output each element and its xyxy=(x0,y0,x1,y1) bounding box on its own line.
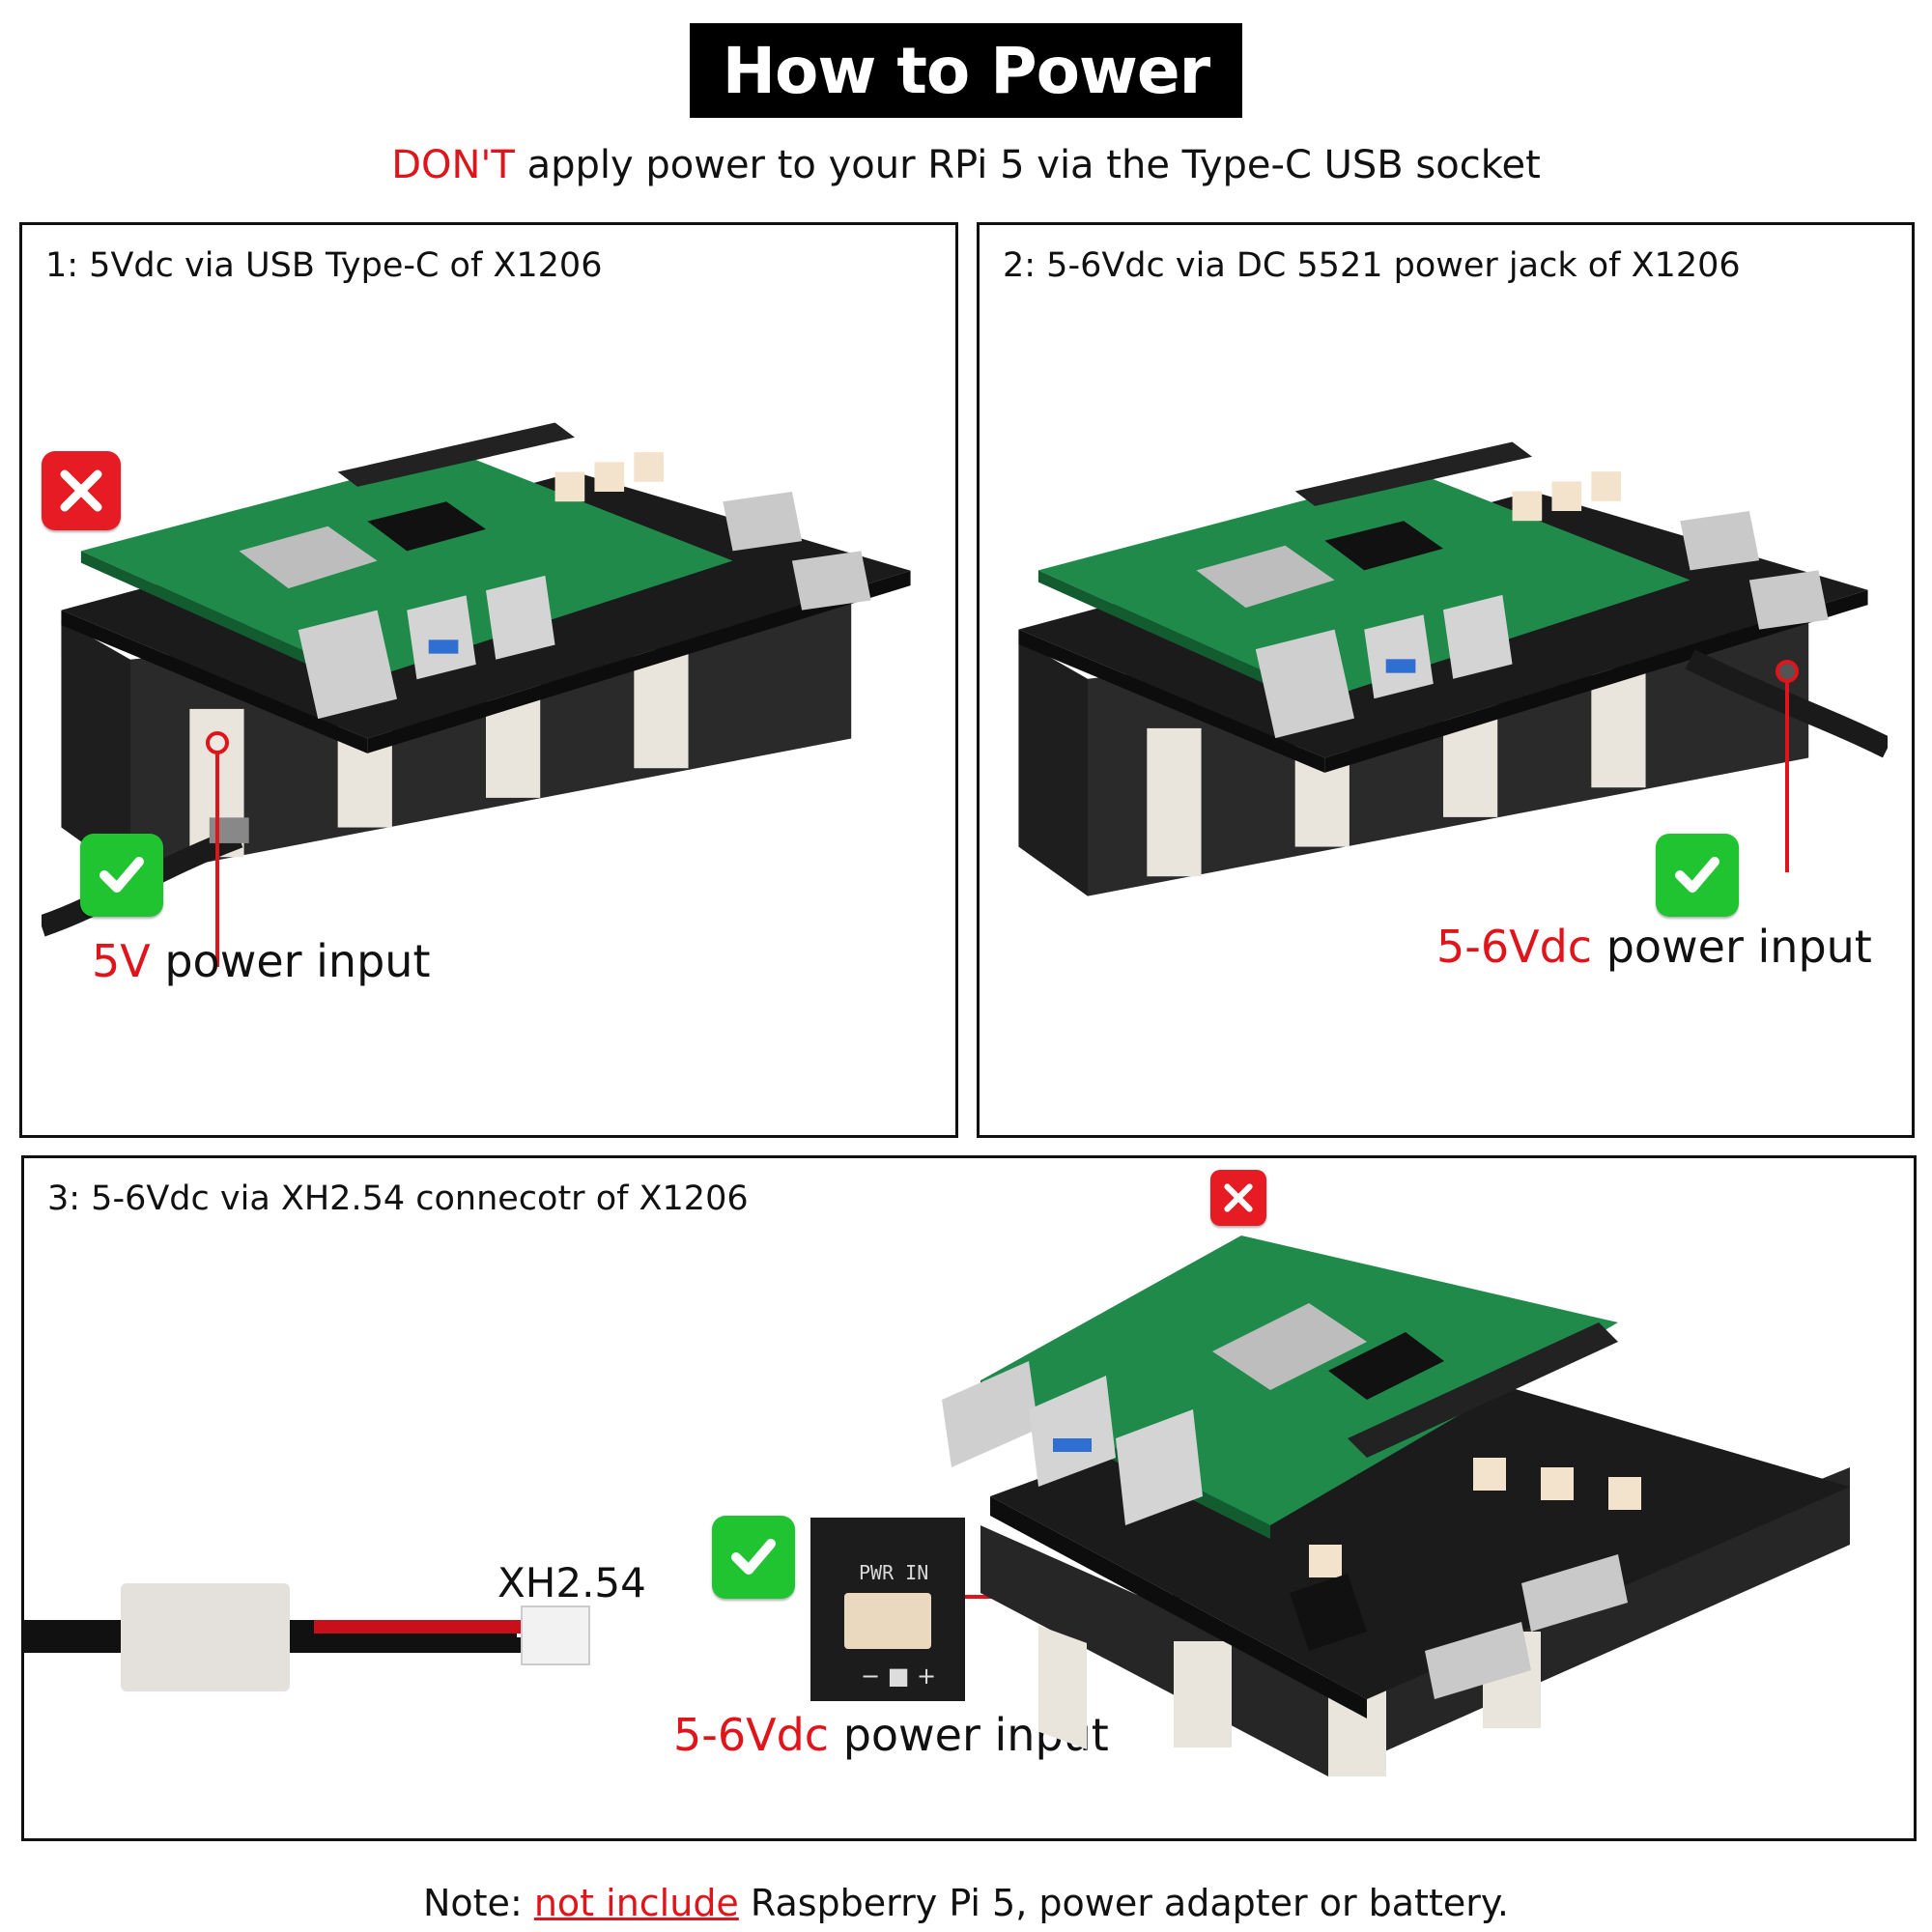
panel-2-title: 2: 5-6Vdc via DC 5521 power jack of X120… xyxy=(1003,246,1741,285)
board-photo-3 xyxy=(923,1178,1898,1834)
board-photo-1 xyxy=(42,399,930,940)
check-icon xyxy=(1656,834,1739,917)
page-title-text: How to Power xyxy=(722,33,1210,108)
callout-line xyxy=(215,753,219,967)
cross-icon xyxy=(1210,1170,1266,1226)
warning-text: apply power to your RPi 5 via the Type-C… xyxy=(514,143,1541,187)
check-icon xyxy=(80,834,163,917)
page-title: How to Power xyxy=(690,23,1242,118)
highlight-marker xyxy=(1776,660,1799,683)
warning-strong: DON'T xyxy=(391,143,515,187)
panel-usb-type-c: 1: 5Vdc via USB Type-C of X1206 5V power… xyxy=(19,222,958,1138)
inset-label: PWR IN xyxy=(859,1561,929,1584)
panel-1-title: 1: 5Vdc via USB Type-C of X1206 xyxy=(45,246,603,285)
note-text: Raspberry Pi 5, power adapter or battery… xyxy=(738,1882,1510,1924)
highlight-marker xyxy=(206,731,229,754)
callout-line xyxy=(1785,681,1789,872)
panel-dc-jack: 2: 5-6Vdc via DC 5521 power jack of X120… xyxy=(977,222,1915,1138)
note-emphasis: not include xyxy=(533,1882,739,1924)
pwr-in-inset: PWR IN − ■ + xyxy=(810,1518,965,1701)
warning-subtitle: DON'T apply power to your RPi 5 via the … xyxy=(0,143,1932,187)
panel-1-caption-rest: power input xyxy=(150,935,431,987)
panel-1-caption: 5V power input xyxy=(92,935,430,987)
xh-socket xyxy=(844,1593,931,1649)
connector-label: XH2.54 xyxy=(497,1559,646,1606)
check-icon xyxy=(712,1516,795,1599)
panel-1-caption-value: 5V xyxy=(92,935,151,987)
polarity-label: − ■ + xyxy=(861,1662,937,1690)
panel-3-caption-value: 5-6Vdc xyxy=(673,1709,830,1761)
board-photo-2 xyxy=(999,418,1888,959)
cross-icon xyxy=(42,451,121,530)
panel-2-caption-rest: power input xyxy=(1592,921,1872,973)
panel-3-title: 3: 5-6Vdc via XH2.54 connecotr of X1206 xyxy=(47,1179,749,1218)
footer-note: Note: not include Raspberry Pi 5, power … xyxy=(0,1882,1932,1924)
panel-xh254: 3: 5-6Vdc via XH2.54 connecotr of X1206 … xyxy=(21,1155,1917,1841)
note-prefix: Note: xyxy=(422,1882,534,1924)
xh-cable-photo xyxy=(24,1583,797,1742)
panel-2-caption: 5-6Vdc power input xyxy=(1436,921,1872,973)
panel-2-caption-value: 5-6Vdc xyxy=(1436,921,1593,973)
